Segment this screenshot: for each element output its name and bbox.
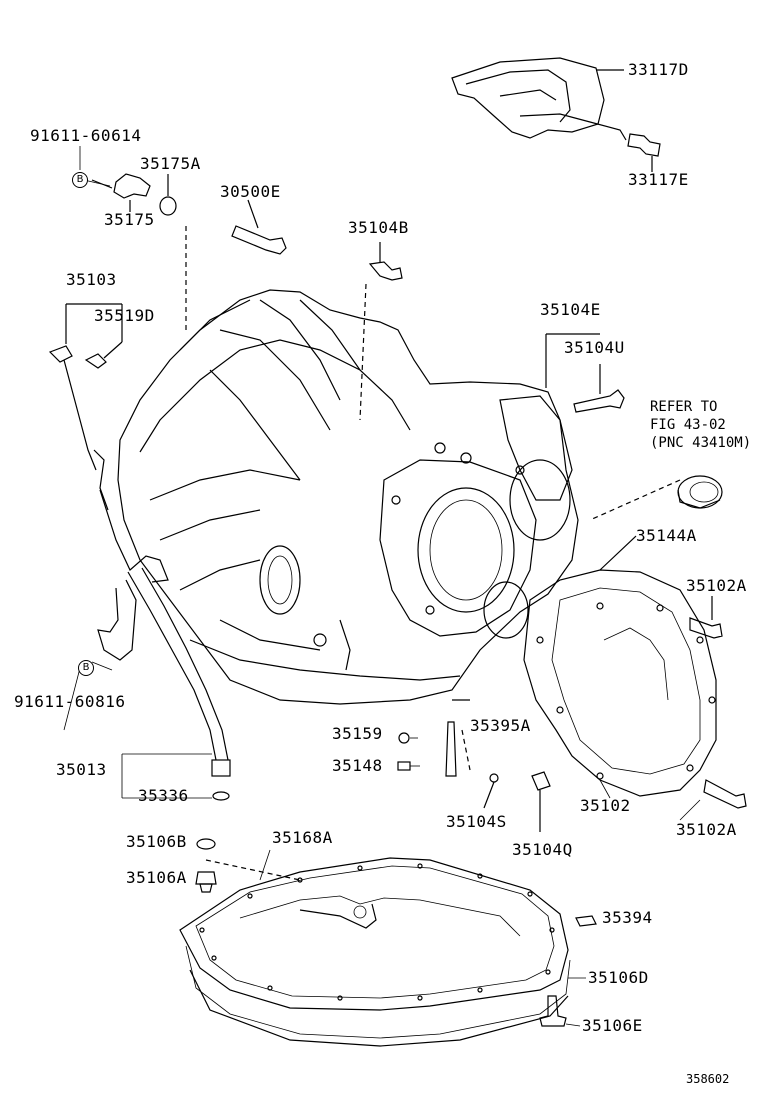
refer-note-line-2: FIG 43-02: [650, 417, 726, 433]
label-35102a-bottom: 35102A: [676, 820, 737, 839]
label-35106e: 35106E: [582, 1016, 643, 1035]
label-35102a-top: 35102A: [686, 576, 747, 595]
label-35104e: 35104E: [540, 300, 601, 319]
transmission-case: [117, 289, 579, 705]
bolt-35104b: [368, 242, 403, 281]
label-35103: 35103: [66, 270, 117, 289]
label-35102: 35102: [580, 796, 631, 815]
label-35519d: 35519D: [94, 306, 155, 325]
label-35148: 35148: [332, 756, 383, 775]
label-35395a: 35395A: [470, 716, 531, 735]
oil-seal: [677, 475, 723, 509]
leader-lines-dashed: [185, 226, 681, 881]
label-35104u: 35104U: [564, 338, 625, 357]
label-35106a: 35106A: [126, 868, 187, 887]
bolt-35102a-upper: [689, 596, 723, 639]
bolt-35104u: [545, 333, 625, 413]
label-35175a: 35175A: [140, 154, 201, 173]
label-91611-60614: 91611-60614: [30, 126, 142, 145]
refer-note: REFER TO FIG 43-02 (PNC 43410M): [650, 398, 751, 452]
bolt-33117e: [627, 133, 661, 172]
oil-pan: [179, 857, 571, 1047]
badge-b-bottom: B: [78, 660, 94, 676]
dipstick-and-tube: [48, 303, 231, 801]
label-33117d: 33117D: [628, 60, 689, 79]
label-35394: 35394: [602, 908, 653, 927]
label-35106b: 35106B: [126, 832, 187, 851]
shield-bracket-part: [451, 57, 627, 141]
label-35013: 35013: [56, 760, 107, 779]
label-35168a: 35168A: [272, 828, 333, 847]
refer-note-line-1: REFER TO: [650, 399, 718, 415]
label-leaders: [63, 146, 701, 1027]
small-fasteners: [397, 699, 551, 832]
label-35104s: 35104S: [446, 812, 507, 831]
side-cover: [523, 535, 717, 797]
label-35175: 35175: [104, 210, 155, 229]
bolt-35102a-lower: [703, 779, 747, 809]
label-30500e: 30500E: [220, 182, 281, 201]
magnet-and-pan-bolt: [539, 915, 597, 1027]
badge-b-top: B: [72, 172, 88, 188]
label-35159: 35159: [332, 724, 383, 743]
label-91611-60816: 91611-60816: [14, 692, 126, 711]
drain-plug: [195, 838, 217, 893]
label-33117e: 33117E: [628, 170, 689, 189]
label-35336: 35336: [138, 786, 189, 805]
label-35104q: 35104Q: [512, 840, 573, 859]
label-35104b: 35104B: [348, 218, 409, 237]
label-35144a: 35144A: [636, 526, 697, 545]
bolt-30500e: [231, 199, 287, 255]
label-35106d: 35106D: [588, 968, 649, 987]
refer-note-line-3: (PNC 43410M): [650, 435, 752, 451]
figure-number: 358602: [686, 1072, 730, 1086]
sensor-35175: [91, 173, 177, 216]
